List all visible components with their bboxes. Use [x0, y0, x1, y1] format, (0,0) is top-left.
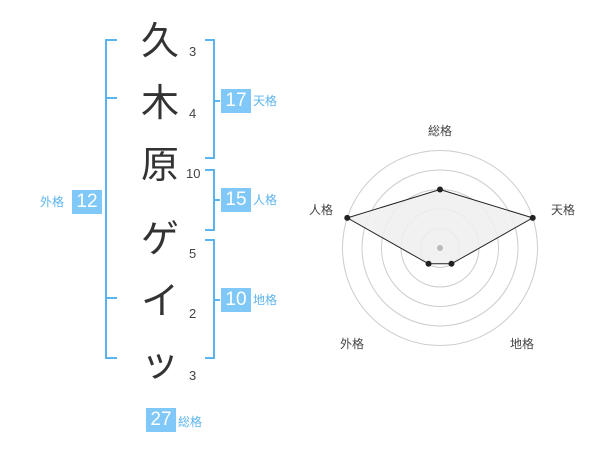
gaikaku-label: 外格	[40, 195, 65, 209]
radar-points	[344, 186, 536, 267]
jinkaku-value-badge: 15	[221, 188, 251, 212]
radar-point-1	[437, 186, 443, 193]
jinkaku-label: 人格	[253, 193, 278, 207]
radar-axis-label-gaikaku: 外格	[340, 337, 365, 351]
tenkaku-bracket	[205, 39, 215, 159]
name-char-1: 久	[140, 19, 179, 63]
radar-point-4	[425, 260, 432, 267]
stroke-count-6: 3	[189, 368, 197, 383]
name-char-2: 木	[140, 81, 179, 125]
tenkaku-label: 天格	[253, 94, 278, 108]
radar-point-5	[344, 214, 351, 221]
stroke-count-3: 10	[186, 166, 201, 181]
stroke-count-4: 5	[189, 246, 197, 261]
radar-center-dot	[437, 245, 443, 251]
tenkaku-value-badge: 17	[221, 89, 251, 113]
chikaku-label: 地格	[253, 293, 278, 307]
gaikaku-value-badge: 12	[72, 190, 102, 214]
soukaku-label: 総格	[178, 415, 203, 429]
name-char-3: 原	[140, 143, 179, 187]
radar-axis-label-chikaku: 地格	[510, 337, 535, 351]
radar-ring	[361, 169, 519, 327]
radar-axis-label-jinkaku: 人格	[309, 203, 334, 217]
radar-axis-label-soukaku: 総格	[428, 124, 453, 138]
radar-axis-label-tenkaku: 天格	[551, 203, 576, 217]
name-char-5: イ	[140, 279, 179, 323]
name-char-6: ッ	[140, 341, 179, 385]
soukaku-value-badge: 27	[146, 408, 176, 432]
radar-ring	[342, 150, 538, 346]
chikaku-value-badge: 10	[221, 288, 251, 312]
radar-point-3	[448, 260, 455, 267]
radar-point-2	[529, 214, 536, 221]
radar-polygon	[346, 188, 534, 265]
name-char-4: ゲ	[140, 217, 179, 261]
stroke-count-1: 3	[189, 44, 197, 59]
gaikaku-bracket	[105, 39, 117, 359]
stroke-count-5: 2	[189, 306, 197, 321]
stroke-count-2: 4	[189, 106, 197, 121]
